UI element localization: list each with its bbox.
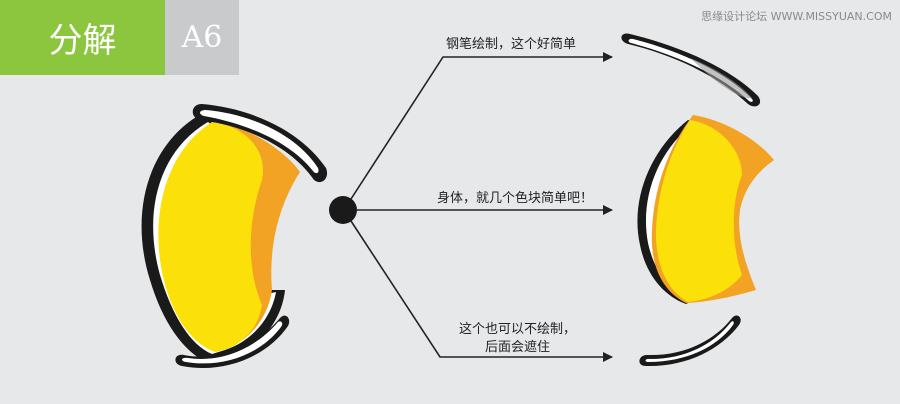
section-tab: 分解 [0, 0, 165, 75]
annotation-top: 钢笔绘制，这个好简单 [446, 37, 577, 52]
assembled-yellow-body [158, 122, 263, 352]
annotation-bottom: 这个也可以不绘制， 后面会遮住 [459, 321, 576, 357]
hub-dot [329, 196, 357, 224]
annotation-bottom-line2: 后面会遮住 [485, 340, 551, 355]
connector-lines [329, 52, 613, 362]
step-tab: A6 [165, 0, 239, 75]
watermark: 思缘设计论坛 WWW.MISSYUAN.COM [701, 10, 892, 23]
section-label: 分解 [48, 21, 117, 61]
step-label: A6 [181, 20, 223, 55]
part-body [637, 115, 774, 304]
annotation-middle: 身体，就几个色块简单吧！ [437, 191, 594, 206]
part-bottom-capsule [639, 315, 741, 367]
connector-top [350, 52, 613, 200]
annotation-bottom-line1: 这个也可以不绘制， [459, 322, 577, 337]
assembled-top-capsule [192, 104, 328, 183]
part-top-capsule [621, 33, 761, 107]
assembled-shape [141, 104, 328, 369]
connector-bottom [350, 220, 613, 362]
